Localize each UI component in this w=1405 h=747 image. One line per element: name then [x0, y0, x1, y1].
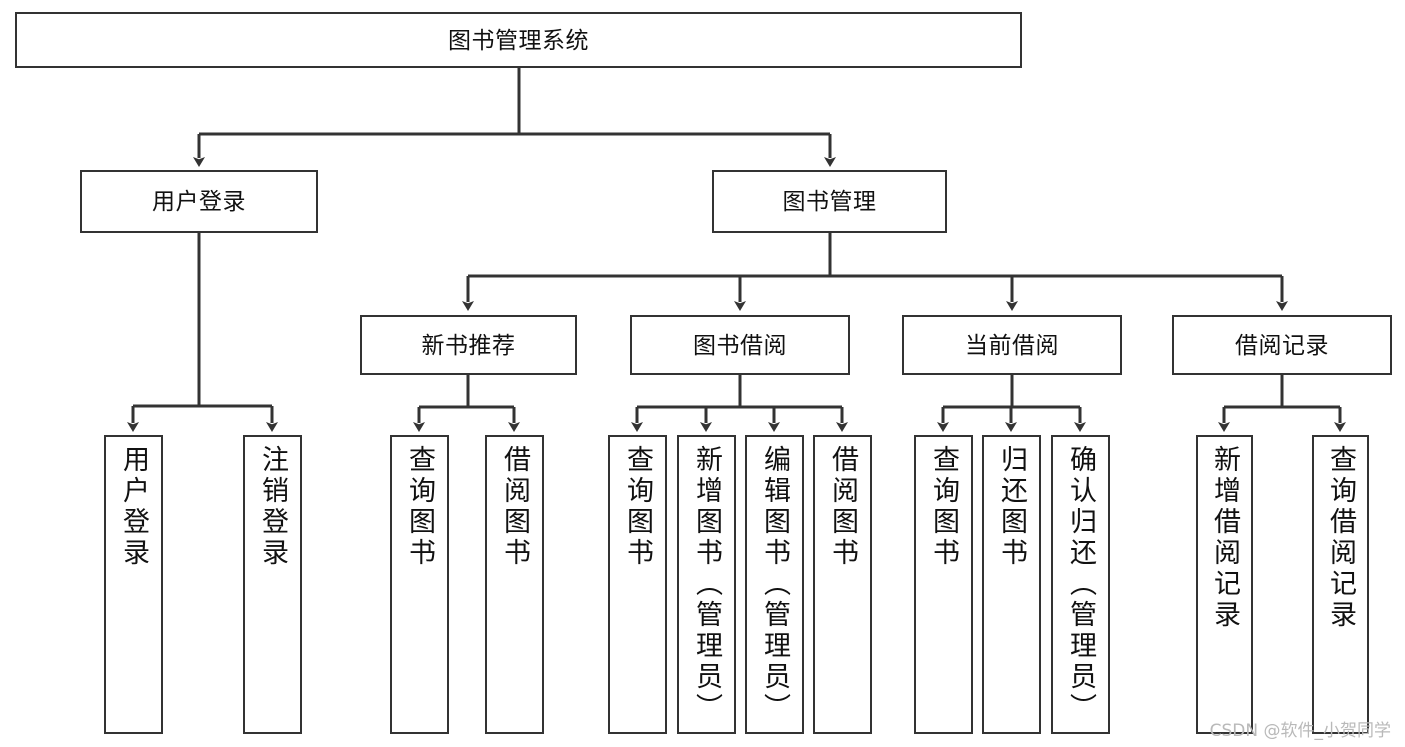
- node-book-management[interactable]: 图书管理: [712, 170, 947, 233]
- csdn-watermark: CSDN @软件_小贺同学: [1209, 721, 1391, 741]
- leaf-record-query-record[interactable]: 查询借阅记录: [1312, 435, 1369, 734]
- leaf-user-login[interactable]: 用户登录: [104, 435, 163, 734]
- leaf-current-return-book[interactable]: 归还图书: [982, 435, 1041, 734]
- node-label: 新书推荐: [421, 331, 516, 358]
- leaf-newbook-borrow-book[interactable]: 借阅图书: [485, 435, 544, 734]
- node-label: 查询图书: [929, 445, 959, 569]
- node-label: 用户登录: [152, 188, 246, 215]
- node-label: 用户登录: [119, 445, 149, 569]
- node-label: 编辑图书（管理员）: [760, 445, 790, 724]
- node-label: 图书借阅: [693, 331, 787, 358]
- leaf-borrow-edit-book-admin[interactable]: 编辑图书（管理员）: [745, 435, 804, 734]
- leaf-record-add-record[interactable]: 新增借阅记录: [1196, 435, 1253, 734]
- node-label: 查询借阅记录: [1326, 445, 1356, 631]
- leaf-borrow-borrow-book[interactable]: 借阅图书: [813, 435, 872, 734]
- leaf-current-query-book[interactable]: 查询图书: [914, 435, 973, 734]
- node-label: 注销登录: [258, 445, 288, 569]
- node-label: 新增借阅记录: [1210, 445, 1240, 631]
- leaf-current-confirm-return-admin[interactable]: 确认归还（管理员）: [1051, 435, 1110, 734]
- leaf-newbook-query-book[interactable]: 查询图书: [390, 435, 449, 734]
- node-label: 当前借阅: [965, 331, 1059, 358]
- node-borrow-record[interactable]: 借阅记录: [1172, 315, 1392, 375]
- node-label: 查询图书: [623, 445, 653, 569]
- node-label: 确认归还（管理员）: [1066, 445, 1096, 724]
- leaf-borrow-query-book[interactable]: 查询图书: [608, 435, 667, 734]
- node-label: 归还图书: [997, 445, 1027, 569]
- node-new-book-recommend[interactable]: 新书推荐: [360, 315, 577, 375]
- node-label: 新增图书（管理员）: [692, 445, 722, 724]
- node-label: 图书管理: [782, 188, 877, 215]
- node-label: 借阅图书: [500, 445, 530, 569]
- node-root-system[interactable]: 图书管理系统: [15, 12, 1022, 68]
- node-label: 图书管理系统: [448, 26, 589, 53]
- node-label: 查询图书: [405, 445, 435, 569]
- node-book-borrow[interactable]: 图书借阅: [630, 315, 850, 375]
- leaf-user-logout[interactable]: 注销登录: [243, 435, 302, 734]
- node-user-login[interactable]: 用户登录: [80, 170, 318, 233]
- node-label: 借阅图书: [828, 445, 858, 569]
- leaf-borrow-add-book-admin[interactable]: 新增图书（管理员）: [677, 435, 736, 734]
- node-current-borrow[interactable]: 当前借阅: [902, 315, 1122, 375]
- node-label: 借阅记录: [1235, 331, 1329, 358]
